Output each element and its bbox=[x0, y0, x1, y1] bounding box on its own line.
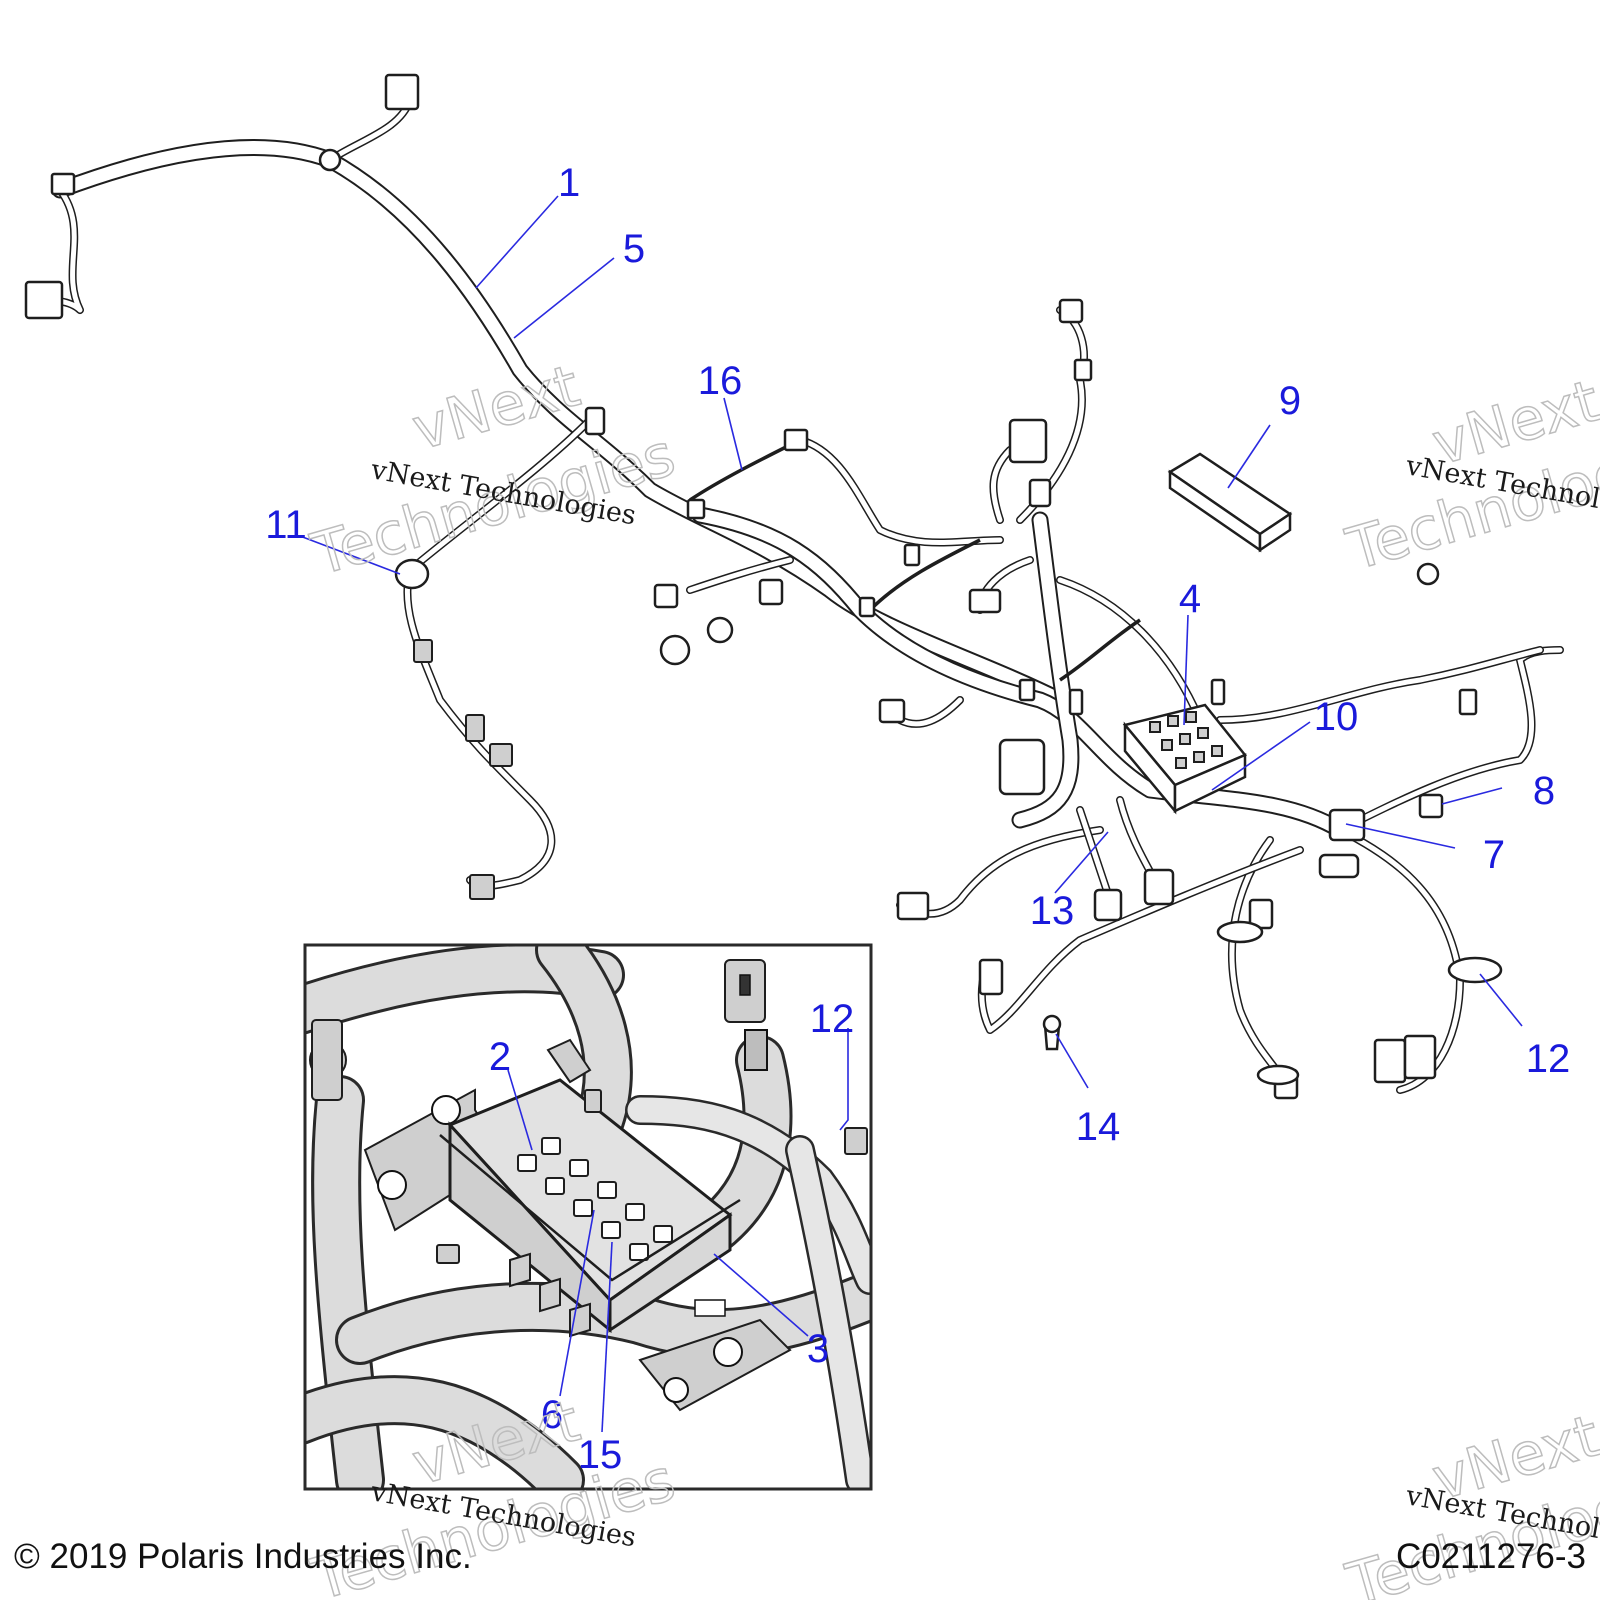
callout-9: 9 bbox=[1279, 379, 1301, 423]
inset-detail bbox=[303, 943, 873, 1491]
callout-10: 10 bbox=[1314, 695, 1359, 739]
callout-12-inset: 12 bbox=[810, 997, 855, 1041]
callout-14: 14 bbox=[1076, 1105, 1121, 1149]
callout-7: 7 bbox=[1483, 833, 1505, 877]
footer: © 2019 Polaris Industries Inc. C0211276-… bbox=[14, 1537, 1586, 1576]
leader-lines bbox=[299, 195, 1523, 1433]
callout-8: 8 bbox=[1533, 769, 1555, 813]
callout-2: 2 bbox=[489, 1035, 511, 1079]
callout-4: 4 bbox=[1179, 577, 1201, 621]
copyright-text: © 2019 Polaris Industries Inc. bbox=[14, 1537, 472, 1576]
fuse-box bbox=[1122, 703, 1248, 815]
callout-6: 6 bbox=[541, 1393, 563, 1437]
callout-15: 15 bbox=[578, 1433, 623, 1477]
callout-1: 1 bbox=[558, 161, 580, 205]
callout-16: 16 bbox=[698, 359, 743, 403]
callout-12: 12 bbox=[1526, 1037, 1571, 1081]
callout-labels: 1 2 3 4 5 6 7 8 9 10 11 12 12 13 14 15 1… bbox=[265, 161, 1570, 1477]
callout-11: 11 bbox=[265, 503, 307, 547]
drawing-code: C0211276-3 bbox=[1396, 1537, 1586, 1576]
callout-5: 5 bbox=[623, 227, 645, 271]
harness-illustration bbox=[24, 73, 1564, 1100]
relay-cover-part bbox=[1167, 452, 1293, 553]
callout-13: 13 bbox=[1030, 889, 1075, 933]
callout-3: 3 bbox=[807, 1327, 829, 1371]
